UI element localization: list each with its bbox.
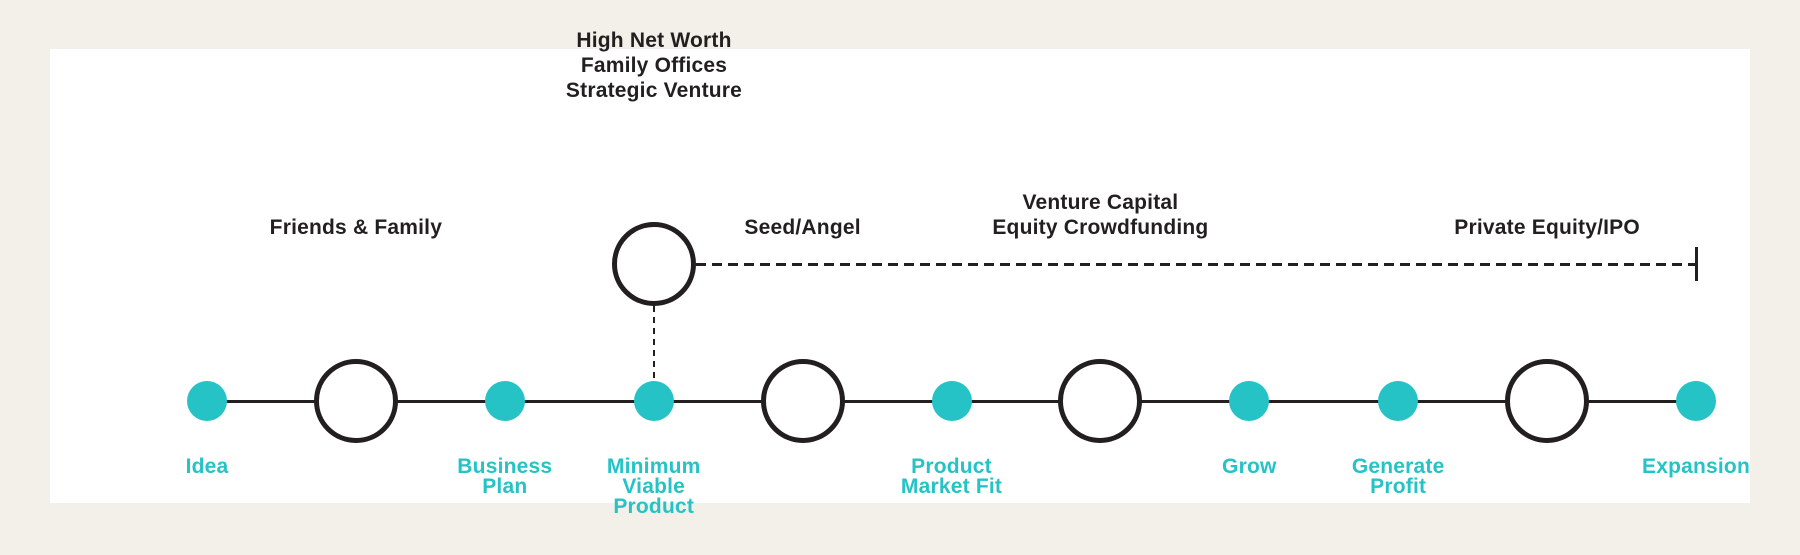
elevated-connector-dashed-line bbox=[652, 306, 655, 383]
friends-family-label: Friends & Family bbox=[269, 216, 443, 239]
expansion-dot bbox=[1676, 381, 1716, 421]
private-equity-ipo-label: Private Equity/IPO bbox=[1454, 216, 1640, 239]
business-plan-label: Business Plan bbox=[457, 455, 553, 498]
venture-capital-label: Venture Capital Equity Crowdfunding bbox=[992, 191, 1209, 239]
minimum-viable-product-dot bbox=[633, 381, 674, 421]
seed-angel-circle bbox=[760, 359, 845, 443]
friends-family-circle bbox=[313, 359, 398, 443]
idea-dot bbox=[187, 381, 227, 421]
elevated-stage-label: High Net Worth Family Offices Strategic … bbox=[565, 29, 743, 102]
generate-profit-dot bbox=[1378, 381, 1419, 421]
idea-label: Idea bbox=[185, 455, 229, 478]
diagram-card: High Net Worth Family Offices Strategic … bbox=[50, 29, 1750, 517]
product-market-fit-dot bbox=[931, 381, 972, 421]
high-net-worth-circle bbox=[612, 222, 696, 306]
generate-profit-label: Generate Profit bbox=[1351, 455, 1445, 498]
venture-capital-circle bbox=[1058, 359, 1143, 443]
dashed-line-end-tick bbox=[1695, 247, 1698, 281]
horizontal-dashed-line bbox=[696, 263, 1696, 266]
expansion-label: Expansion bbox=[1642, 455, 1750, 478]
minimum-viable-product-label: Minimum Viable Product bbox=[606, 455, 701, 518]
business-plan-dot bbox=[484, 381, 525, 421]
product-market-fit-label: Product Market Fit bbox=[900, 455, 1003, 498]
private-equity-ipo-circle bbox=[1505, 359, 1590, 443]
grow-label: Grow bbox=[1222, 455, 1277, 478]
seed-angel-label: Seed/Angel bbox=[744, 216, 861, 239]
grow-dot bbox=[1229, 381, 1270, 421]
